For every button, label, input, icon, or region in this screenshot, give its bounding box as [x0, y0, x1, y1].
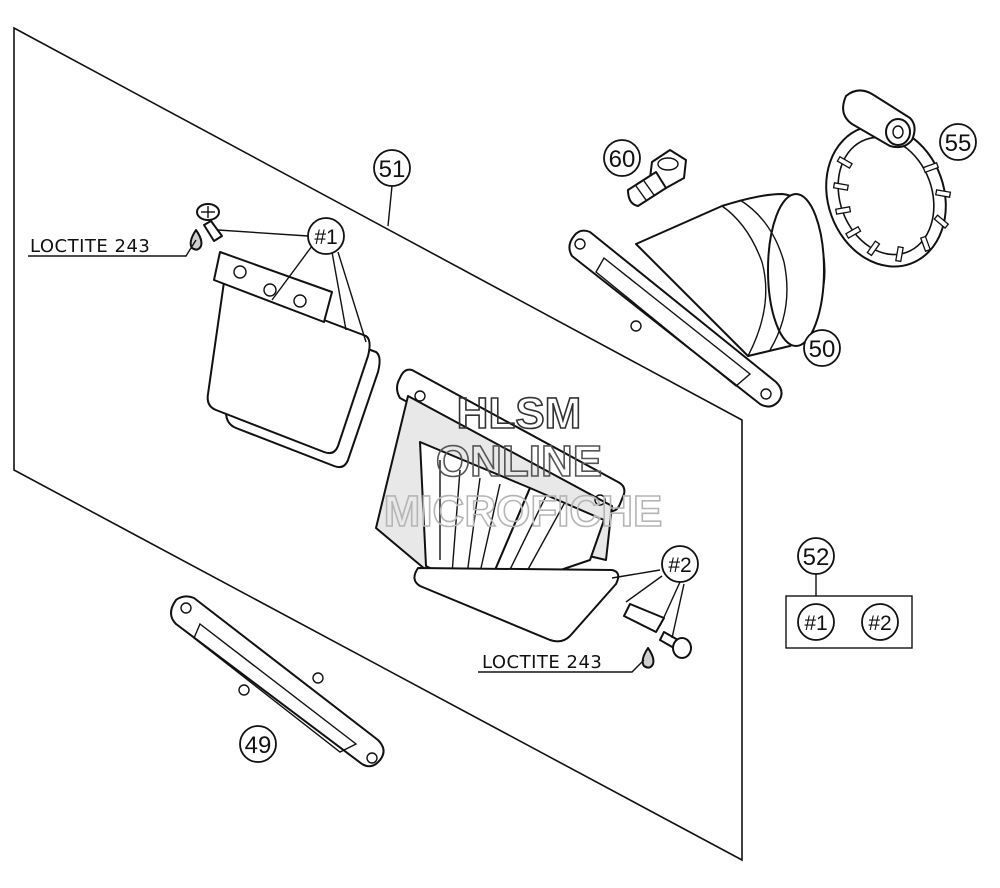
callout-52: 52: [797, 537, 835, 575]
callout-number: #2: [868, 612, 891, 635]
flange-plate: [568, 229, 783, 408]
reed-petals-group: [206, 251, 381, 469]
reed-petal-front: [206, 281, 371, 455]
reed-block-top-flange: [396, 368, 626, 513]
callout-number: 55: [945, 130, 972, 157]
callout-kit2-box: #2: [861, 603, 899, 641]
reed-stopper-plate: [213, 251, 333, 323]
callout-49: 49: [239, 725, 277, 763]
callout-number: 50: [809, 336, 836, 363]
callout-number: #2: [668, 554, 691, 577]
screw-head: [672, 637, 692, 659]
hose-clamp-55: [825, 89, 952, 268]
screw-top: [196, 203, 223, 242]
watermark-line-2: ONLINE: [436, 437, 602, 486]
callout-kit1-top: #1: [307, 217, 345, 255]
intake-flange-50: [568, 193, 826, 408]
stopper-hole: [233, 265, 247, 279]
bolt-60: [627, 149, 687, 207]
callout-number: #1: [314, 226, 337, 249]
loctite-drop-icon: [641, 647, 655, 669]
callout-number: 51: [379, 156, 406, 183]
callout-55: 55: [939, 123, 977, 161]
callout-number: 52: [803, 544, 830, 571]
gasket-49: [170, 595, 385, 768]
callout-number: 60: [609, 146, 636, 173]
loctite-label-top: LOCTITE 243: [30, 236, 150, 257]
watermark-line-3: MICROFICHE: [384, 487, 663, 536]
screw-bottom: [659, 631, 692, 659]
leader-lines: [28, 185, 817, 673]
screw-shank: [203, 220, 223, 242]
watermark-line-1: HLSM: [457, 389, 582, 438]
callout-60: 60: [603, 139, 641, 177]
reed-block-base: [413, 567, 620, 643]
callout-51: 51: [373, 149, 411, 187]
reed-stopper-plate-2: [623, 603, 665, 633]
watermark: HLSM ONLINE MICROFICHE: [383, 388, 663, 537]
callout-kit1-box: #1: [797, 603, 835, 641]
reed-valve-block: [375, 368, 665, 643]
stopper-hole: [293, 294, 307, 308]
callout-kit2-right: #2: [661, 545, 699, 583]
callout-number: #1: [804, 612, 827, 635]
callout-50: 50: [803, 329, 841, 367]
callout-number: 49: [245, 732, 272, 759]
loctite-label-bottom: LOCTITE 243: [482, 652, 602, 673]
clamp-screw-head: [885, 118, 911, 146]
boot-opening: [767, 193, 825, 347]
stopper-hole: [263, 283, 277, 297]
